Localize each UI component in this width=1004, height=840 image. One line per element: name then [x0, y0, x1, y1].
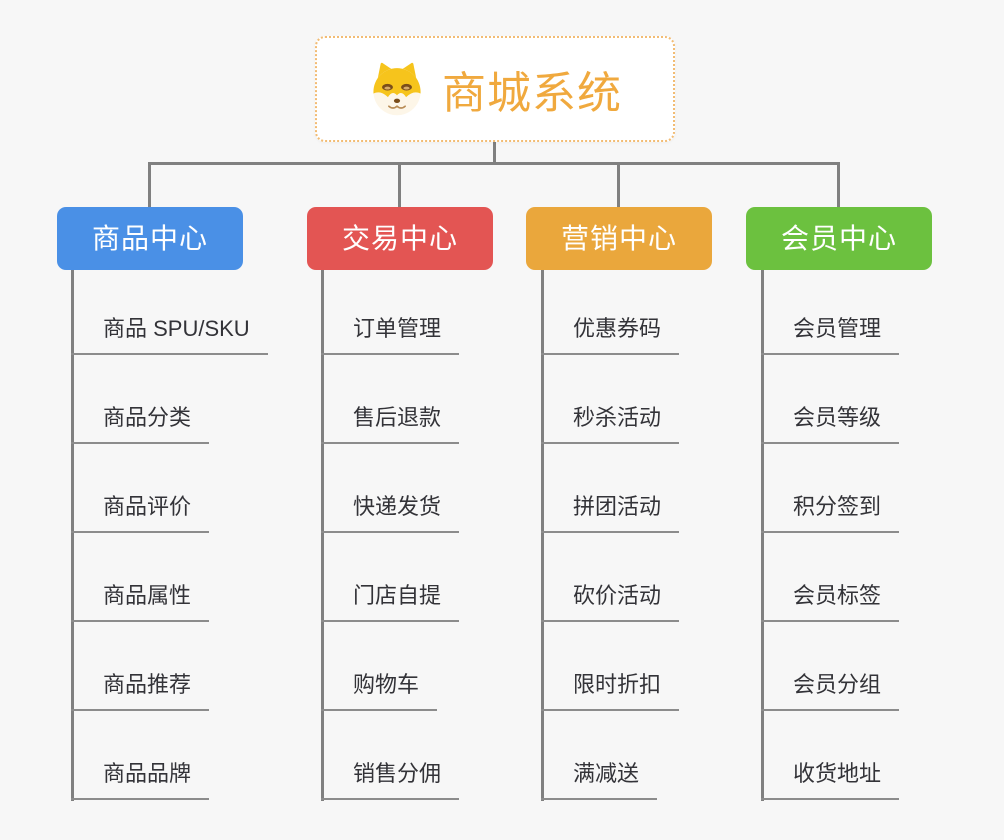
connector-root-stub	[493, 142, 496, 164]
root-node[interactable]: 商城系统	[315, 36, 675, 142]
branch-header-marketing[interactable]: 营销中心	[526, 207, 712, 270]
leaf-item[interactable]: 积分签到	[761, 492, 900, 533]
leaf-item[interactable]: 购物车	[321, 670, 438, 711]
leaf-item[interactable]: 会员分组	[761, 670, 900, 711]
leaf-item[interactable]: 满减送	[541, 759, 658, 800]
leaf-item[interactable]: 商品推荐	[71, 670, 210, 711]
branch-header-member[interactable]: 会员中心	[746, 207, 932, 270]
leaf-item[interactable]: 会员等级	[761, 403, 900, 444]
branch-header-product[interactable]: 商品中心	[57, 207, 243, 270]
leaf-item[interactable]: 秒杀活动	[541, 403, 680, 444]
connector-drop-1	[148, 162, 151, 208]
leaf-item[interactable]: 商品品牌	[71, 759, 210, 800]
connector-column-1	[71, 270, 74, 801]
connector-column-4	[761, 270, 764, 801]
leaf-item[interactable]: 会员管理	[761, 314, 900, 355]
leaf-item[interactable]: 售后退款	[321, 403, 460, 444]
leaf-item[interactable]: 砍价活动	[541, 581, 680, 622]
connector-bus	[148, 162, 840, 165]
leaf-item[interactable]: 快递发货	[321, 492, 460, 533]
leaf-item[interactable]: 商品 SPU/SKU	[71, 314, 268, 355]
leaf-item[interactable]: 优惠券码	[541, 314, 680, 355]
leaf-item[interactable]: 拼团活动	[541, 492, 680, 533]
doge-icon	[373, 62, 421, 116]
connector-drop-4	[837, 162, 840, 208]
leaf-item[interactable]: 收货地址	[761, 759, 900, 800]
leaf-item[interactable]: 商品评价	[71, 492, 210, 533]
root-title: 商城系统	[442, 69, 622, 118]
leaf-item[interactable]: 商品属性	[71, 581, 210, 622]
leaf-item[interactable]: 商品分类	[71, 403, 210, 444]
branch-header-trade[interactable]: 交易中心	[307, 207, 493, 270]
leaf-item[interactable]: 订单管理	[321, 314, 460, 355]
leaf-item[interactable]: 销售分佣	[321, 759, 460, 800]
connector-column-3	[541, 270, 544, 801]
leaf-item[interactable]: 限时折扣	[541, 670, 680, 711]
connector-drop-2	[398, 162, 401, 208]
connector-drop-3	[617, 162, 620, 208]
leaf-item[interactable]: 会员标签	[761, 581, 900, 622]
connector-column-2	[321, 270, 324, 801]
leaf-item[interactable]: 门店自提	[321, 581, 460, 622]
